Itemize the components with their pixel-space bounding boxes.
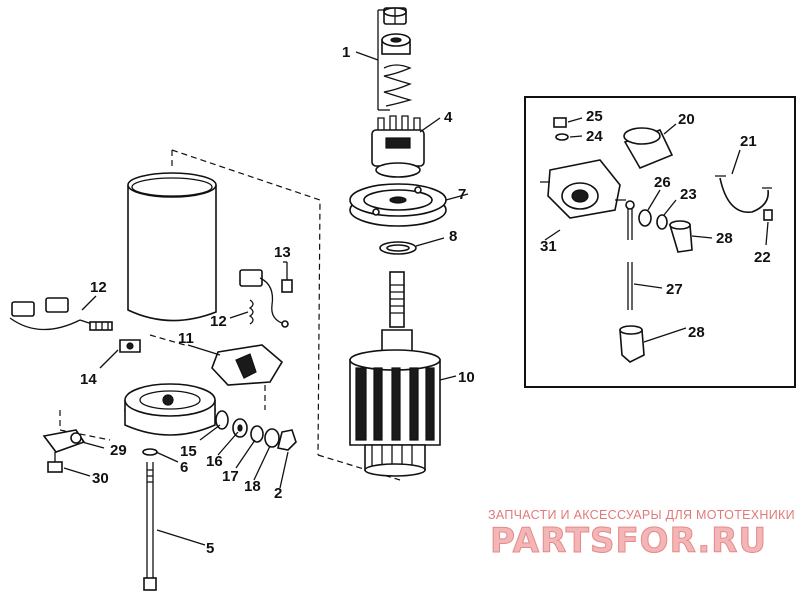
part-1-drive-stack <box>377 7 413 111</box>
label-part-6: 6 <box>180 459 188 476</box>
part-29-bracket <box>42 429 86 453</box>
leader-lines <box>63 51 769 546</box>
part-13-screw <box>281 262 293 293</box>
part-5-through-bolt <box>143 462 157 591</box>
label-part-10: 10 <box>458 369 475 386</box>
label-part-18: 18 <box>244 478 261 495</box>
label-part-26: 26 <box>654 174 671 191</box>
part-6-washer <box>142 448 158 456</box>
part-30-bolt <box>47 452 63 473</box>
part-26-nut <box>638 209 652 227</box>
label-part-12-right: 12 <box>210 313 227 330</box>
label-part-1: 1 <box>342 44 350 61</box>
label-part-29: 29 <box>110 442 127 459</box>
label-part-22: 22 <box>754 249 771 266</box>
part-22-screw <box>763 209 773 221</box>
label-part-20: 20 <box>678 111 695 128</box>
label-part-31: 31 <box>540 238 557 255</box>
label-part-11: 11 <box>178 330 194 347</box>
label-part-28-upper: 28 <box>716 230 733 247</box>
label-part-28-lower: 28 <box>688 324 705 341</box>
label-part-23: 23 <box>680 186 697 203</box>
label-part-27: 27 <box>666 281 683 298</box>
label-part-14: 14 <box>80 371 97 388</box>
label-part-4: 4 <box>444 109 453 126</box>
part-11-brush-holder <box>187 344 284 386</box>
part-21-strap <box>715 175 772 213</box>
assembly-dashed-lines <box>59 149 401 481</box>
part-10-armature <box>349 271 457 477</box>
part-12-brush-set-left <box>9 297 113 331</box>
part-4-pinion-gear <box>371 115 441 178</box>
label-part-5: 5 <box>206 540 214 557</box>
label-part-7: 7 <box>458 186 466 203</box>
part-28-boot-lower <box>619 325 645 363</box>
part-7-drive-end-cap <box>349 183 469 227</box>
part-23-washer <box>656 214 668 230</box>
part-31-solenoid <box>540 159 626 241</box>
label-part-17: 17 <box>222 468 239 485</box>
label-part-16: 16 <box>206 453 223 470</box>
part-27-cable <box>625 200 635 310</box>
part-25-nut <box>553 117 567 128</box>
commutator-end-head <box>124 383 216 436</box>
part-12-brush-right <box>239 269 289 328</box>
label-part-21: 21 <box>740 133 757 150</box>
part-24-washer <box>555 133 569 141</box>
part-number-labels: 1 4 7 8 10 13 12 12 11 14 29 30 15 6 16 … <box>80 44 771 557</box>
label-part-30: 30 <box>92 470 109 487</box>
label-part-24: 24 <box>586 128 603 145</box>
label-part-25: 25 <box>586 108 603 125</box>
label-part-15: 15 <box>180 443 197 460</box>
washer-nut-stack <box>215 410 297 451</box>
label-part-13: 13 <box>274 244 291 261</box>
part-8-washer <box>379 237 445 255</box>
part-20-boot <box>623 127 674 170</box>
part-28-boot-upper <box>668 220 693 253</box>
solenoid-inset-frame <box>524 96 796 388</box>
label-part-8: 8 <box>449 228 457 245</box>
label-part-12-left: 12 <box>90 279 107 296</box>
starter-frame-housing <box>127 172 217 322</box>
part-14-terminal-clip <box>119 339 141 353</box>
label-part-2: 2 <box>274 485 282 502</box>
